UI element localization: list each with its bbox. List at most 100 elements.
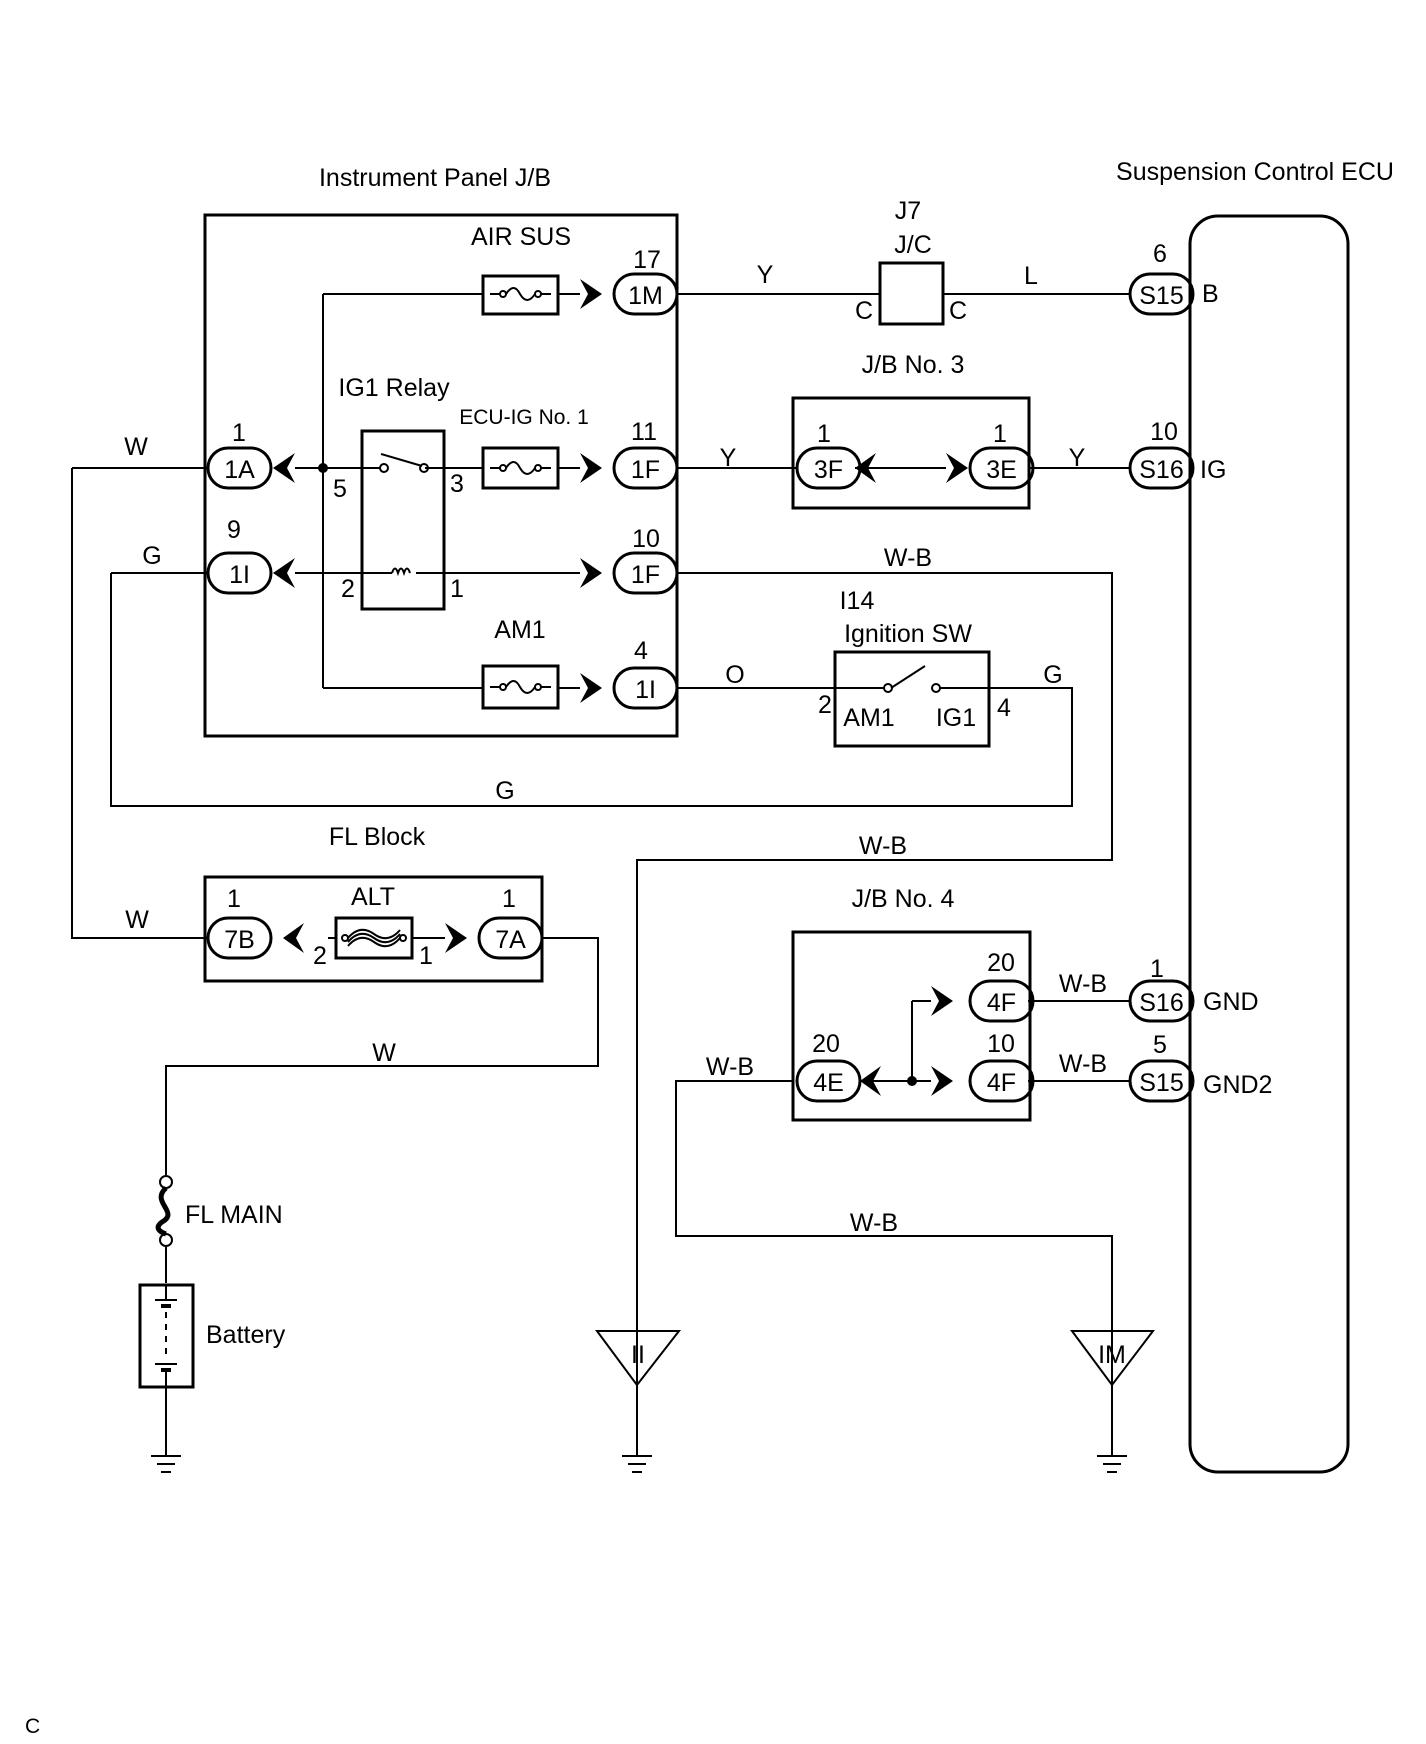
svg-text:9: 9 [227,516,241,544]
label-instrument-panel-jb: Instrument Panel J/B [319,164,551,192]
arrow-heads [273,279,968,1096]
jb-no4-box [791,930,1032,1122]
svg-text:3E: 3E [986,456,1017,484]
svg-text:17: 17 [633,246,661,274]
connector-s16-gnd: S16 [1128,979,1195,1023]
ignition-switch-contacts [835,665,989,693]
svg-text:10: 10 [1150,418,1178,446]
ig1-relay-box [360,429,446,611]
ig1-relay-internals [362,453,444,577]
fuse-ecu-ig [481,446,560,490]
svg-text:W-B: W-B [1059,1050,1107,1078]
svg-text:W-B: W-B [1059,970,1107,998]
svg-text:W: W [125,906,149,934]
ground-point-im [1070,1330,1156,1387]
svg-text:1F: 1F [631,456,660,484]
svg-text:O: O [725,661,744,689]
svg-text:1: 1 [419,942,433,970]
svg-text:S16: S16 [1139,456,1183,484]
fuse-am1 [481,664,560,710]
wire-color-labels: Y L W Y Y G W-B O G G W-B W W W-B W-B W-… [124,261,1107,1237]
label-jc-c-right: C [949,297,967,325]
ecu-terminal-gnd2: GND2 [1203,1071,1272,1099]
wires [71,293,1130,1456]
svg-text:20: 20 [987,949,1015,977]
connector-1f-top: 1F [612,446,679,490]
connector-7a: 7A [477,916,544,960]
svg-text:4: 4 [634,637,648,665]
junction-dot [907,1076,917,1086]
svg-text:W: W [372,1039,396,1067]
svg-text:W-B: W-B [884,544,932,572]
label-alt: ALT [351,883,395,911]
svg-text:Y: Y [720,444,737,472]
svg-text:6: 6 [1153,240,1167,268]
label-suspension-control-ecu: Suspension Control ECU [1116,158,1394,186]
label-jb-no3: J/B No. 3 [862,351,965,379]
label-jb-no4: J/B No. 4 [852,885,955,913]
svg-text:4: 4 [997,694,1011,722]
label-corner-c: C [25,1715,40,1738]
ecu-terminal-gnd: GND [1203,988,1259,1016]
label-i14: I14 [840,587,875,615]
svg-text:L: L [1024,262,1038,290]
svg-text:S15: S15 [1139,282,1183,310]
junction-dot [318,463,328,473]
fuse-air-sus [481,274,560,316]
label-jc: J/C [894,231,932,259]
label-ignition-sw: Ignition SW [844,620,972,648]
svg-text:1I: 1I [229,561,250,589]
label-ig1-relay: IG1 Relay [338,374,450,402]
svg-text:7B: 7B [224,926,255,954]
connector-1m: 1M [612,272,679,316]
ground-symbol [151,1455,181,1473]
svg-text:Y: Y [757,261,774,289]
svg-text:1: 1 [1150,955,1164,983]
svg-text:3F: 3F [814,456,843,484]
svg-text:W-B: W-B [850,1209,898,1237]
connector-s15-gnd2: S15 [1128,1059,1195,1103]
svg-text:4E: 4E [813,1069,844,1097]
svg-text:G: G [1043,661,1062,689]
svg-text:1: 1 [817,420,831,448]
jb-no3-box [791,396,1031,510]
label-battery: Battery [206,1321,286,1349]
ignition-switch-box [833,650,991,748]
svg-text:1: 1 [227,885,241,913]
label-ground-im: IM [1098,1341,1126,1369]
svg-text:4F: 4F [987,989,1016,1017]
label-ground-ii: II [631,1341,645,1369]
svg-text:W-B: W-B [706,1053,754,1081]
connector-3f: 3F [795,446,862,490]
fusible-link-fl-main [155,1175,173,1247]
svg-text:20: 20 [812,1030,840,1058]
svg-text:Y: Y [1069,444,1086,472]
svg-text:2: 2 [313,942,327,970]
label-ecu-ig-no1: ECU-IG No. 1 [459,406,589,429]
ground-symbol [622,1455,652,1473]
fuse-alt [334,916,414,960]
svg-text:11: 11 [631,418,657,446]
label-jc-c-left: C [855,297,873,325]
svg-text:3: 3 [450,470,464,498]
connector-1a: 1A [206,446,273,490]
ground-symbol [1097,1455,1127,1473]
svg-text:1F: 1F [631,561,660,589]
connector-4f-top: 4F [968,979,1035,1023]
label-sw-am1: AM1 [843,704,894,732]
svg-text:10: 10 [987,1030,1015,1058]
j7-jc-box [878,261,945,326]
svg-text:1I: 1I [635,676,656,704]
svg-text:W-B: W-B [859,832,907,860]
svg-text:1: 1 [232,419,246,447]
svg-text:1M: 1M [628,282,663,310]
svg-text:1: 1 [450,575,464,603]
label-air-sus: AIR SUS [471,223,571,251]
label-fl-main: FL MAIN [185,1201,283,1229]
ground-point-ii [595,1330,682,1387]
svg-text:4F: 4F [987,1069,1016,1097]
svg-text:W: W [124,433,148,461]
svg-text:5: 5 [1153,1031,1167,1059]
svg-text:10: 10 [632,525,660,553]
